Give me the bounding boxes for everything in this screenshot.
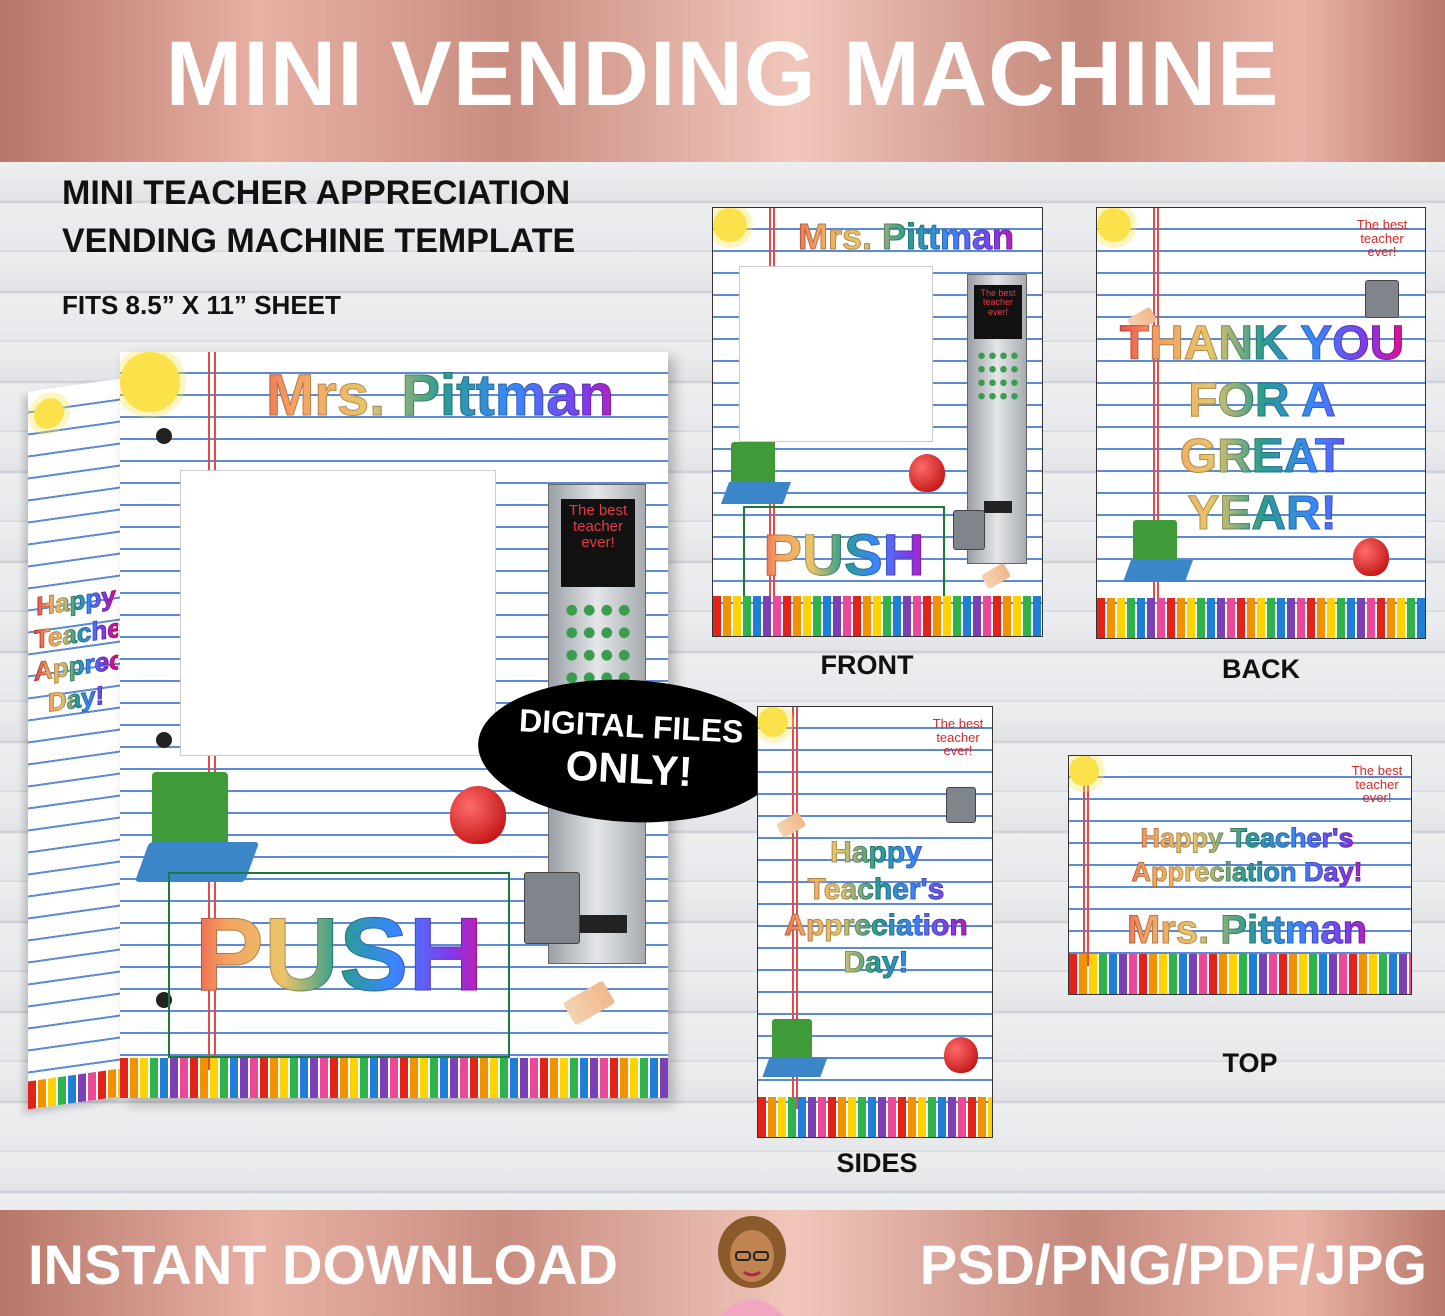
front-name-heading: Mrs. Pittman (773, 216, 1039, 258)
sun-icon (120, 352, 180, 412)
crayons-border (120, 1070, 668, 1098)
top-template: The best teacher ever! Happy Teacher's A… (1068, 755, 1412, 995)
sides-template: The best teacher ever! Happy Teacher's A… (757, 706, 993, 1138)
file-formats-text: PSD/PNG/PDF/JPG (919, 1233, 1427, 1296)
back-thank-you-text: THANK YOU FOR A GREAT YEAR! (1107, 316, 1417, 543)
front-screen-text: The best teacher ever! (974, 285, 1022, 339)
label-top: TOP (1222, 1048, 1278, 1078)
intro-line-2: VENDING MACHINE TEMPLATE (62, 222, 576, 260)
top-best-text: The best teacher ever! (1351, 763, 1403, 806)
machine-screen-text: The best teacher ever! (561, 499, 635, 587)
front-template: Mrs. Pittman The best teacher ever! PUSH (712, 207, 1043, 637)
top-name-heading: Mrs. Pittman (1097, 908, 1397, 953)
avatar (706, 1212, 798, 1316)
header-band (0, 0, 1445, 162)
label-sides: SIDES (836, 1148, 918, 1178)
mockup-name-heading: Mrs. Pittman (220, 362, 660, 429)
sides-greeting-text: Happy Teacher's Appreciation Day! (764, 835, 988, 981)
push-button-area[interactable]: PUSH (168, 872, 510, 1058)
fits-sheet-text: FITS 8.5” X 11” SHEET (62, 290, 341, 320)
calculator-icon (524, 872, 580, 944)
front-push-label: PUSH (745, 522, 943, 589)
intro-line-1: MINI TEACHER APPRECIATION (62, 174, 571, 212)
top-greeting-text: Happy Teacher's Appreciation Day! (1097, 822, 1397, 890)
mockup-side-text: Happy Teacher's Appreciation Day! (34, 579, 125, 721)
back-template: The best teacher ever! THANK YOU FOR A G… (1096, 207, 1426, 639)
label-front: FRONT (820, 650, 914, 680)
sides-best-text: The best teacher ever! (932, 716, 984, 759)
label-back: BACK (1222, 654, 1300, 684)
instant-download-text: INSTANT DOWNLOAD (28, 1233, 618, 1296)
mockup-side-panel: Happy Teacher's Appreciation Day! (28, 378, 125, 1110)
back-best-text: The best teacher ever! (1356, 217, 1408, 260)
product-window (180, 470, 496, 756)
book-icon (134, 772, 260, 902)
push-label: PUSH (170, 896, 508, 1015)
apple-icon (450, 786, 506, 844)
page-title: MINI VENDING MACHINE (165, 23, 1280, 125)
